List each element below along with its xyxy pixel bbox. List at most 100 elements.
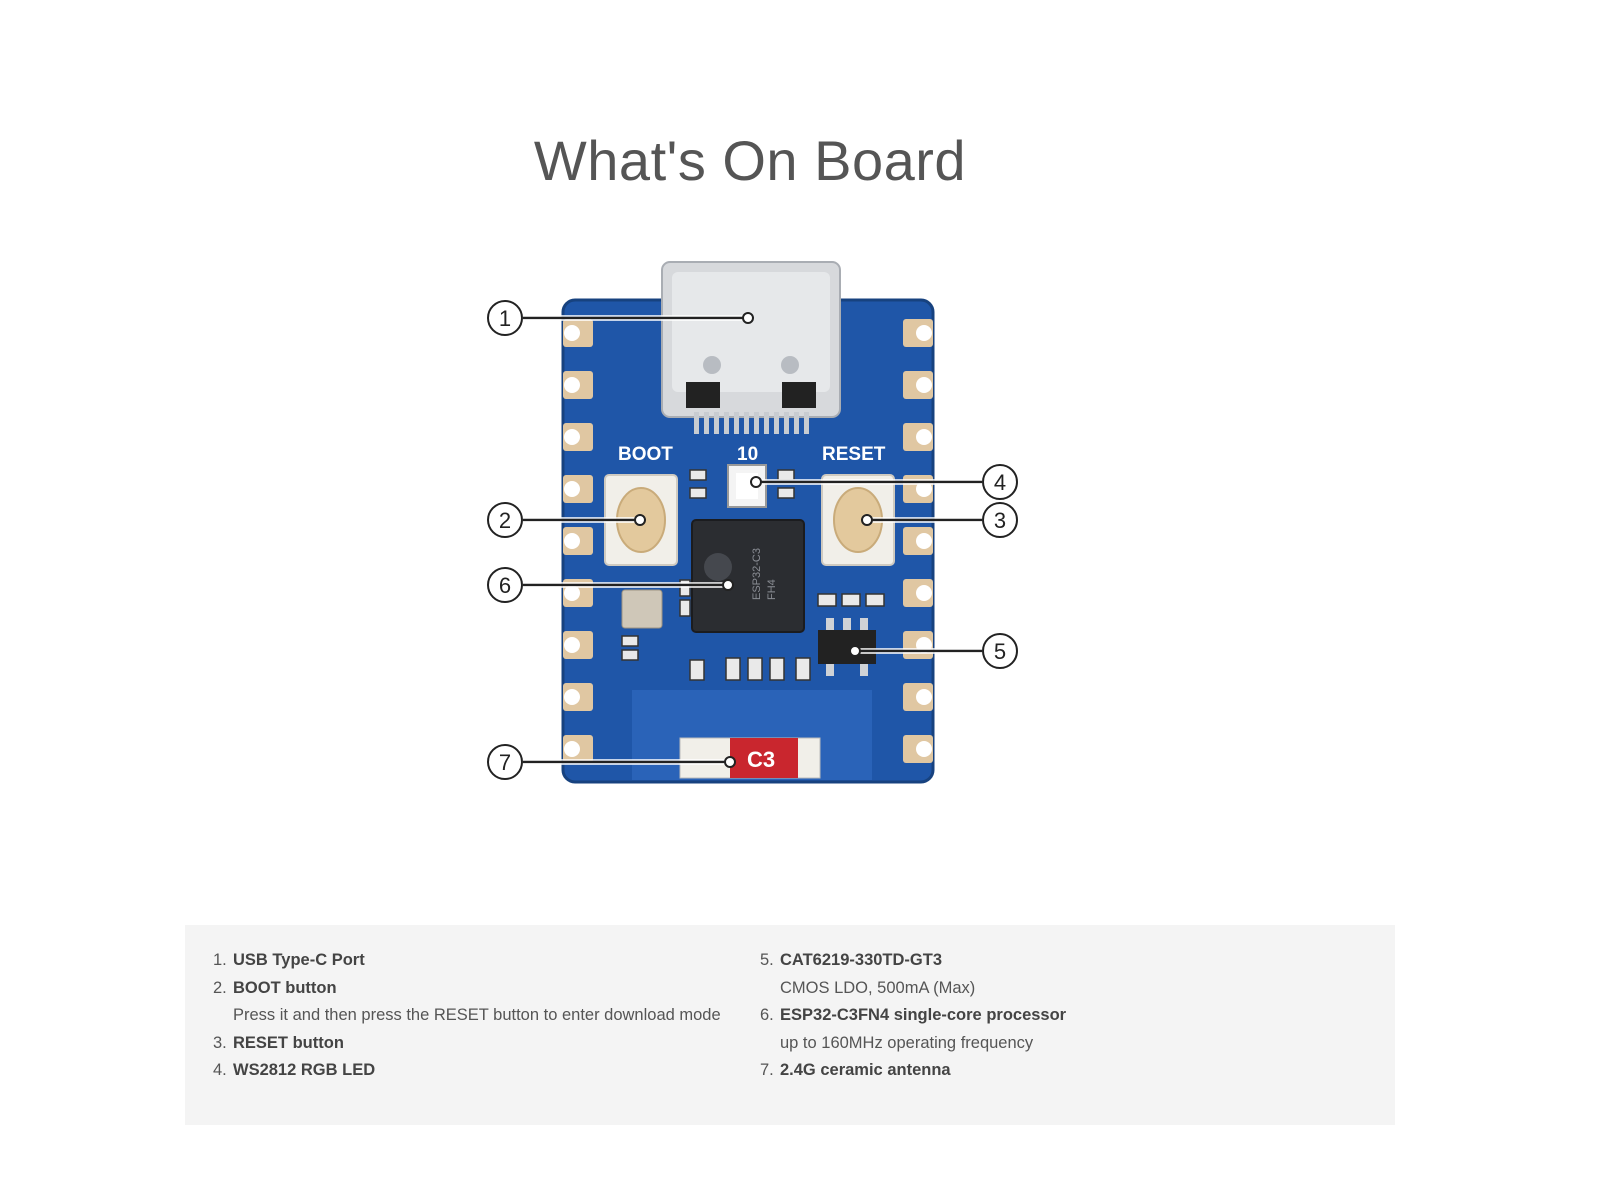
page-title: What's On Board [533,129,967,192]
smd-part [777,487,795,499]
callout-number: 2 [499,508,511,533]
castellated-pad-right [903,631,933,659]
castellated-pad-left [563,423,593,451]
castellated-pad-left [563,371,593,399]
callouts: 1 2 3 4 5 6 7 [487,300,1018,780]
legend-item: 1. USB Type-C Port [213,947,753,975]
ceramic-antenna: C3 [679,737,821,779]
reset-silkscreen: RESET [822,444,886,465]
smd-part [795,657,811,681]
castellated-pad-left [563,683,593,711]
legend-item-label: WS2812 RGB LED [233,1061,376,1079]
callout-1: 1 [487,300,754,336]
usb-pin [714,412,719,434]
smd-part [689,469,707,481]
callout-7: 7 [487,744,736,780]
usb-pin [694,412,699,434]
passive-components [621,469,885,681]
smd-part [679,599,691,617]
legend-item-description: up to 160MHz operating frequency [780,1033,1034,1052]
legend-item: 6. ESP32-C3FN4 single-core processor up to… [760,1002,1360,1057]
legend-item-label: RESET button [233,1033,344,1052]
smd-part [865,593,885,607]
legend-item-number: 7. [760,1061,774,1079]
smd-part [817,593,837,607]
callout-number: 4 [994,470,1006,495]
legend-item-number: 4. [213,1061,227,1079]
usb-pin [794,412,799,434]
legend-item-label: ESP32-C3FN4 single-core processor [780,1006,1067,1024]
legend-item-label: USB Type-C Port [233,951,365,969]
usb-pin [724,412,729,434]
castellated-pad-right [903,319,933,347]
usb-pin [764,412,769,434]
antenna-marking: C3 [747,747,775,772]
castellated-pad-right [903,683,933,711]
legend-item-description: CMOS LDO, 500mA (Max) [780,978,976,997]
legend-item-number: 5. [760,951,774,969]
castellated-pad-left [563,735,593,763]
smd-part [769,657,785,681]
callout-number: 1 [499,306,511,331]
castellated-pad-left [563,631,593,659]
castellated-pad-right [903,735,933,763]
callout-number: 6 [499,573,511,598]
usb-pin [784,412,789,434]
legend-item-number: 1. [213,951,227,969]
legend-item-number: 2. [213,978,227,997]
smd-part [621,649,639,661]
legend-item: 4. WS2812 RGB LED [213,1057,753,1085]
usb-pin [804,412,809,434]
castellated-pad-right [903,475,933,503]
callout-6: 6 [487,567,734,603]
chip-marking-2: FH4 [766,579,778,600]
smd-part [841,593,861,607]
callout-number: 5 [994,639,1006,664]
usb-type-c-connector [661,261,841,434]
legend-item-label: CAT6219-330TD-GT3 [780,951,942,969]
smd-part [747,657,763,681]
usb-pin [774,412,779,434]
castellated-pad-right [903,423,933,451]
smd-part [679,579,691,597]
legend-item: 3. RESET button [213,1030,753,1058]
smd-part [621,635,639,647]
usb-pin [734,412,739,434]
boot-silkscreen: BOOT [618,444,673,465]
smd-part [777,469,795,481]
smd-part [689,487,707,499]
callout-5: 5 [849,633,1018,669]
legend-item-label: 2.4G ceramic antenna [780,1061,951,1079]
castellated-pad-right [903,527,933,555]
usb-pin [704,412,709,434]
pin-silkscreen: 10 [737,444,758,465]
callout-2: 2 [487,502,646,538]
board-diagram: BOOT 10 RESET ESP32-C3 FH4 C3 [487,261,1018,784]
castellated-pad-left [563,527,593,555]
callout-4: 4 [750,464,1018,500]
legend-item-number: 6. [760,1006,774,1024]
castellated-pad-left [563,319,593,347]
smd-part [725,657,741,681]
legend-item-number: 3. [213,1033,227,1052]
ldo-regulator [818,618,876,676]
legend-item-label: BOOT button [233,978,337,997]
callout-number: 7 [499,750,511,775]
reset-button [821,474,895,566]
legend-item-description: Press it and then press the RESET button… [233,1006,721,1024]
callout-3: 3 [861,502,1018,538]
castellated-pad-right [903,371,933,399]
usb-pin [744,412,749,434]
crystal [621,589,663,629]
esp32-c3-chip: ESP32-C3 FH4 [691,519,805,633]
castellated-pad-left [563,475,593,503]
legend-item: 7. 2.4G ceramic antenna [760,1057,1360,1085]
usb-pin [754,412,759,434]
castellated-pad-right [903,579,933,607]
smd-part [689,659,705,681]
